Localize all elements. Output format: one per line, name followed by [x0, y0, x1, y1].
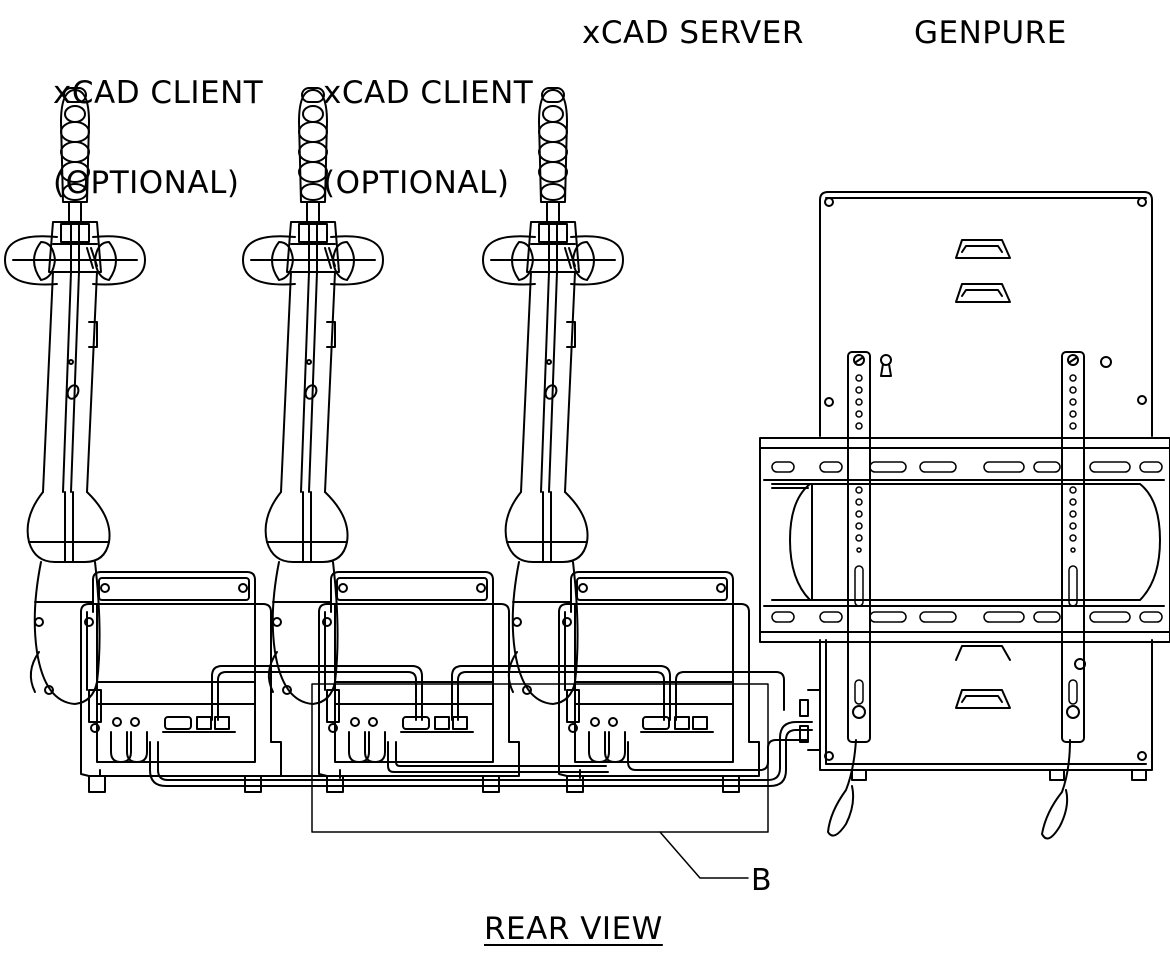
label-xcad-client-2-line1: xCAD CLIENT: [323, 75, 534, 111]
genpure-drawing: [760, 192, 1170, 839]
interconnect-cables: [100, 666, 812, 786]
label-xcad-client-2: xCAD CLIENT (OPTIONAL): [323, 18, 533, 258]
xcad-server-drawing: [482, 87, 760, 793]
label-callout-b: B: [751, 863, 773, 898]
label-rear-view: REAR VIEW: [484, 911, 663, 947]
label-genpure: GENPURE: [914, 15, 1067, 51]
label-xcad-client-2-line2: (OPTIONAL): [323, 165, 510, 201]
xcad-client-2-drawing: [242, 87, 520, 793]
xcad-client-1-drawing: [4, 87, 282, 793]
callout-b-bracket: [312, 684, 768, 878]
label-xcad-client-1-line2: (OPTIONAL): [53, 165, 240, 201]
label-xcad-client-1-line1: xCAD CLIENT: [53, 75, 264, 111]
label-xcad-server: xCAD SERVER: [582, 15, 804, 51]
label-xcad-client-1: xCAD CLIENT (OPTIONAL): [53, 18, 263, 258]
